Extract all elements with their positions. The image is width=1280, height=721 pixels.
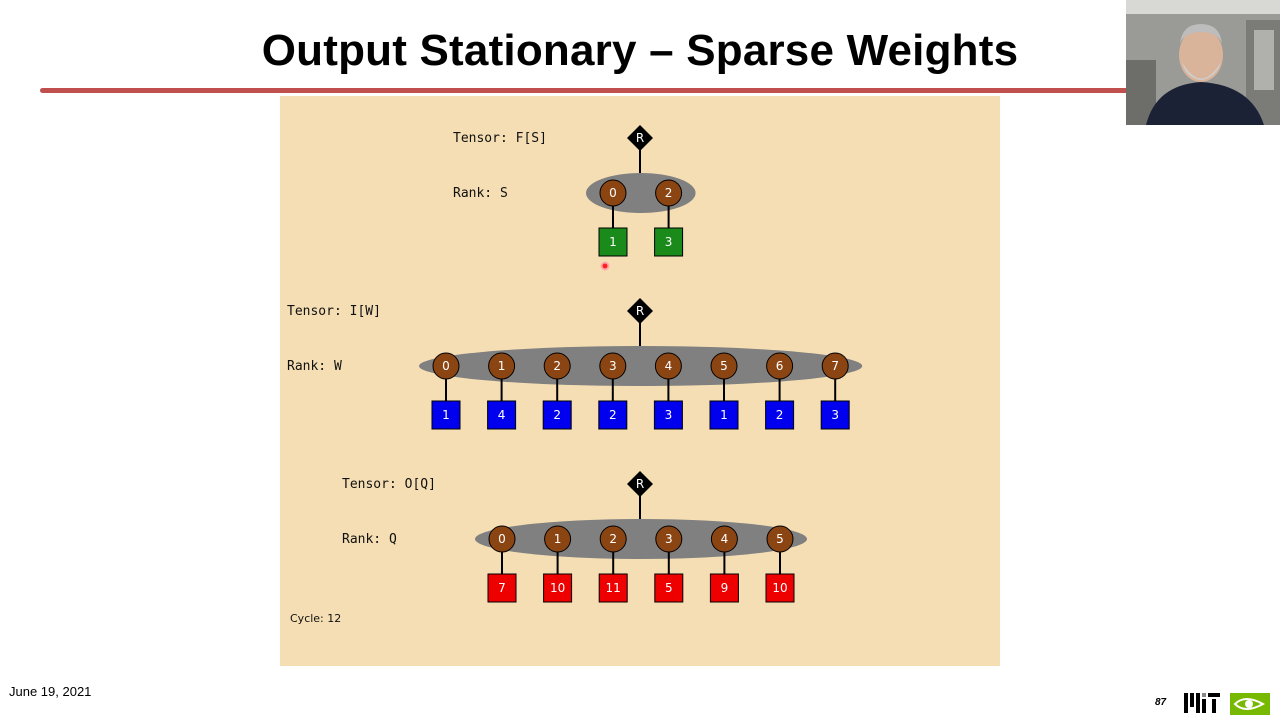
- coord-label: 7: [831, 359, 839, 373]
- leaf-value-box: [543, 573, 573, 603]
- leaf-value-label: 5: [665, 581, 673, 595]
- coord-label: 2: [665, 186, 673, 200]
- coord-label: 4: [721, 532, 729, 546]
- leaf-value-label: 1: [442, 408, 450, 422]
- coord-node: [599, 352, 627, 380]
- coord-label: 0: [442, 359, 450, 373]
- leaf-value-label: 9: [721, 581, 729, 595]
- leaf-value-label: 10: [550, 581, 565, 595]
- coord-node: [766, 525, 794, 553]
- leaf-value-box: [542, 400, 572, 430]
- slide-title: Output Stationary – Sparse Weights: [261, 26, 1019, 75]
- coord-label: 6: [776, 359, 784, 373]
- leaf-value-box: [431, 400, 461, 430]
- tensor-f-label: Tensor: F[S]: [453, 131, 547, 146]
- leaf-value-label: 3: [665, 235, 673, 249]
- coord-label: 1: [498, 359, 506, 373]
- coord-label: 4: [665, 359, 673, 373]
- leaf-value-box: [654, 573, 684, 603]
- leaf-value-label: 7: [498, 581, 506, 595]
- leaf-value-label: 3: [665, 408, 673, 422]
- tensor-o-tree: R 0 7 1 10 2 11 3 5 4 9 5 10: [475, 471, 807, 603]
- webcam-image: [1126, 0, 1280, 125]
- leaf-value-label: 3: [831, 408, 839, 422]
- coord-node: [544, 525, 572, 553]
- leaf-value-label: 4: [498, 408, 506, 422]
- leaf-value-box: [653, 400, 683, 430]
- tensor-i-label: Tensor: I[W]: [287, 304, 381, 319]
- nvidia-logo-icon: [1230, 693, 1270, 715]
- coord-label: 5: [776, 532, 784, 546]
- coord-node: [599, 179, 627, 207]
- leaf-value-label: 2: [776, 408, 784, 422]
- coord-node: [766, 352, 794, 380]
- leaf-value-label: 10: [772, 581, 787, 595]
- footer-logos: [1183, 690, 1273, 716]
- root-label: R: [636, 477, 644, 491]
- coord-node: [710, 352, 738, 380]
- coord-label: 0: [498, 532, 506, 546]
- leaf-value-box: [598, 573, 628, 603]
- fiber-ellipse: [419, 346, 863, 386]
- leaf-value-label: 1: [609, 235, 617, 249]
- root-label: R: [636, 304, 644, 318]
- coord-label: 2: [609, 532, 617, 546]
- coord-label: 3: [665, 532, 673, 546]
- root-diamond-icon: [627, 125, 653, 151]
- coord-node: [654, 352, 682, 380]
- tensor-o-label: Tensor: O[Q]: [342, 477, 436, 492]
- leaf-value-box: [765, 573, 795, 603]
- coord-node: [488, 352, 516, 380]
- leaf-value-label: 2: [553, 408, 561, 422]
- coord-node: [710, 525, 738, 553]
- coord-node: [599, 525, 627, 553]
- leaf-value-label: 11: [606, 581, 621, 595]
- coord-node: [432, 352, 460, 380]
- coord-node: [488, 525, 516, 553]
- presenter-webcam: [1126, 0, 1280, 125]
- coord-node: [821, 352, 849, 380]
- leaf-value-label: 2: [609, 408, 617, 422]
- leaf-value-box: [598, 400, 628, 430]
- coord-node: [655, 179, 683, 207]
- leaf-value-box: [598, 227, 628, 257]
- leaf-value-label: 1: [720, 408, 728, 422]
- rank-w-label: Rank: W: [287, 359, 342, 374]
- root-label: R: [636, 131, 644, 145]
- tensor-f-tree: R 0 1 2 3: [586, 125, 696, 257]
- coord-label: 2: [553, 359, 561, 373]
- leaf-value-box: [709, 400, 739, 430]
- root-diamond-icon: [627, 471, 653, 497]
- leaf-value-box: [487, 573, 517, 603]
- coord-label: 3: [609, 359, 617, 373]
- page-number: 87: [1155, 697, 1167, 708]
- tensor-i-tree: R 0 1 1 4 2 2 3 2 4 3 5 1 6 2 7 3: [419, 298, 863, 430]
- leaf-value-box: [820, 400, 850, 430]
- coord-label: 1: [554, 532, 562, 546]
- coord-label: 5: [720, 359, 728, 373]
- rank-s-label: Rank: S: [453, 186, 508, 201]
- leaf-value-box: [709, 573, 739, 603]
- mit-logo-icon: [1184, 693, 1220, 713]
- cycle-label: Cycle: 12: [290, 612, 341, 625]
- leaf-value-box: [654, 227, 684, 257]
- root-diamond-icon: [627, 298, 653, 324]
- laser-pointer-dot: [600, 261, 610, 271]
- rank-q-label: Rank: Q: [342, 532, 397, 547]
- slide-date: June 19, 2021: [9, 684, 92, 699]
- coord-node: [655, 525, 683, 553]
- fiber-ellipse: [475, 519, 807, 559]
- coord-label: 0: [609, 186, 617, 200]
- leaf-value-box: [765, 400, 795, 430]
- coord-node: [543, 352, 571, 380]
- leaf-value-box: [487, 400, 517, 430]
- logo-graphics: [1184, 693, 1270, 715]
- title-underline: [40, 88, 1130, 93]
